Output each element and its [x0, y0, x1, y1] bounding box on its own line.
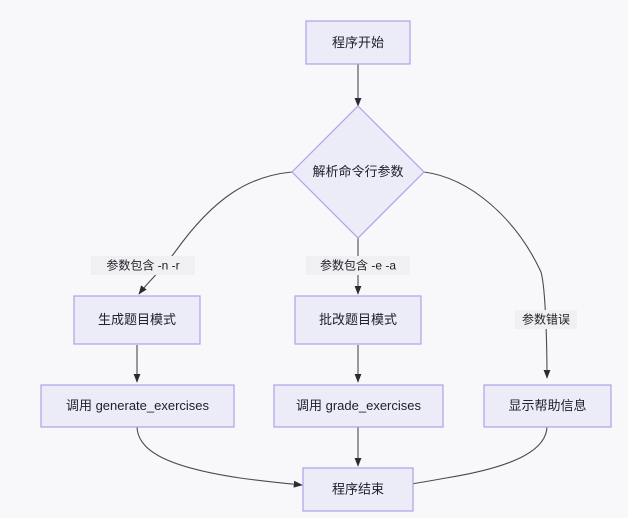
- nodes-layer: 程序开始 解析命令行参数 生成题目模式 批改题目模式 调用 generate_e…: [40, 20, 612, 512]
- node-gencall-label: 调用 generate_exercises: [66, 398, 210, 413]
- node-grademode-label: 批改题目模式: [319, 312, 397, 327]
- node-parse[interactable]: 解析命令行参数: [291, 105, 425, 239]
- edge-label-help: 参数错误: [515, 310, 577, 329]
- node-help[interactable]: 显示帮助信息: [483, 384, 612, 428]
- node-start[interactable]: 程序开始: [305, 20, 411, 65]
- edge-label-genmode-text: 参数包含 -n -r: [106, 258, 179, 273]
- node-gencall[interactable]: 调用 generate_exercises: [40, 384, 235, 428]
- edge-label-grademode-text: 参数包含 -e -a: [320, 258, 396, 273]
- node-end[interactable]: 程序结束: [302, 467, 414, 512]
- edge-label-genmode: 参数包含 -n -r: [91, 256, 195, 275]
- edge-parse-to-genmode: [138, 171, 293, 295]
- edge-help-to-end: [403, 425, 548, 488]
- node-help-label: 显示帮助信息: [508, 398, 586, 413]
- node-gradecall-label: 调用 grade_exercises: [296, 398, 421, 413]
- node-gradecall[interactable]: 调用 grade_exercises: [273, 384, 444, 428]
- node-genmode-label: 生成题目模式: [98, 312, 176, 327]
- edge-labels-layer: 参数包含 -n -r 参数包含 -e -a 参数错误: [91, 256, 577, 329]
- node-genmode[interactable]: 生成题目模式: [73, 295, 201, 345]
- node-end-label: 程序结束: [332, 481, 384, 496]
- node-grademode[interactable]: 批改题目模式: [294, 295, 422, 345]
- node-start-label: 程序开始: [332, 35, 384, 50]
- node-parse-label: 解析命令行参数: [312, 164, 403, 179]
- edge-label-help-text: 参数错误: [522, 312, 570, 327]
- edge-label-grademode: 参数包含 -e -a: [306, 256, 410, 275]
- edge-gencall-to-end: [136, 425, 303, 488]
- edge-parse-to-help: [423, 171, 551, 379]
